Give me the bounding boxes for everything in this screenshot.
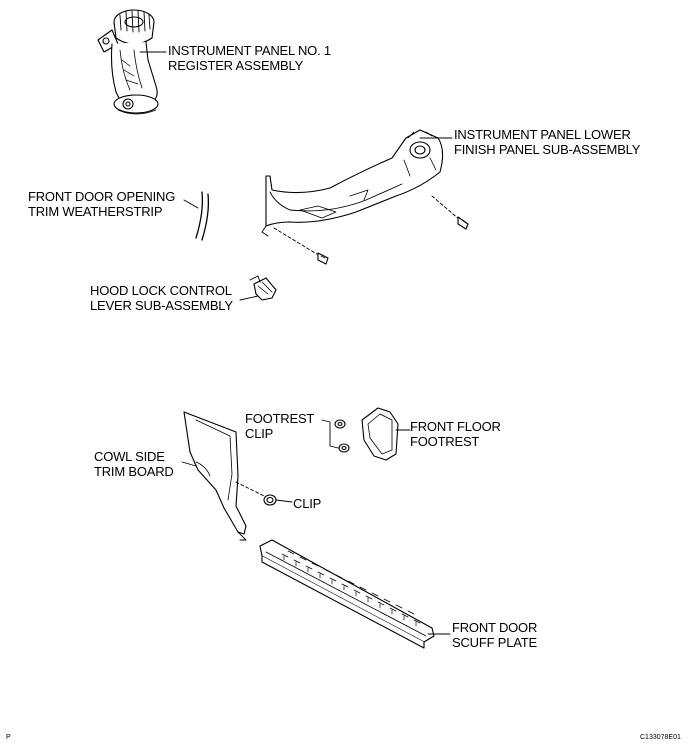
weatherstrip-part [183,191,210,241]
register-assembly-label: INSTRUMENT PANEL NO. 1 REGISTER ASSEMBLY [168,43,331,73]
floor-footrest-part [361,407,411,461]
footrest-clip-label: FOOTREST CLIP [245,411,314,441]
lower-finish-panel-label: INSTRUMENT PANEL LOWER FINISH PANEL SUB-… [454,127,640,157]
weatherstrip-label-line-1: FRONT DOOR OPENING [28,189,176,204]
register-assembly-part [97,9,167,115]
floor-footrest-label: FRONT FLOOR FOOTREST [410,419,501,449]
cowl-side-label-line-2: TRIM BOARD [94,464,174,479]
floor-footrest-label-line-2: FOOTREST [410,434,480,449]
footrest-clip-label-line-1: FOOTREST [245,411,315,426]
floor-footrest-label-line-1: FRONT FLOOR [410,419,501,434]
hood-lock-lever-part [239,275,277,301]
figure-id: C133078E01 [640,734,681,741]
weatherstrip-label: FRONT DOOR OPENING TRIM WEATHERSTRIP [28,189,175,219]
register-label-line-1: INSTRUMENT PANEL NO. 1 [168,43,331,58]
scuff-plate-label-line-2: SCUFF PLATE [452,635,537,650]
footrest-clip-label-line-2: CLIP [245,426,274,441]
hood-lock-label-line-2: LEVER SUB-ASSEMBLY [90,298,233,313]
lower-finish-label-line-2: FINISH PANEL SUB-ASSEMBLY [454,142,641,157]
clip-label-line-1: CLIP [293,496,322,511]
scuff-plate-label-line-1: FRONT DOOR [452,620,538,635]
clip-label: CLIP [293,496,321,511]
scuff-plate-part [259,539,451,649]
cowl-side-trim-part [181,411,265,541]
hood-lock-label-line-1: HOOD LOCK CONTROL [90,283,232,298]
corner-marker: P [6,734,11,741]
clip-part [263,494,293,506]
lower-finish-label-line-1: INSTRUMENT PANEL LOWER [454,127,631,142]
cowl-side-label: COWL SIDE TRIM BOARD [94,449,174,479]
cowl-side-label-line-1: COWL SIDE [94,449,165,464]
lower-finish-panel-part [261,129,469,265]
register-label-line-2: REGISTER ASSEMBLY [168,58,304,73]
hood-lock-label: HOOD LOCK CONTROL LEVER SUB-ASSEMBLY [90,283,233,313]
scuff-plate-label: FRONT DOOR SCUFF PLATE [452,620,537,650]
footrest-clips-part [321,419,350,453]
weatherstrip-label-line-2: TRIM WEATHERSTRIP [28,204,163,219]
